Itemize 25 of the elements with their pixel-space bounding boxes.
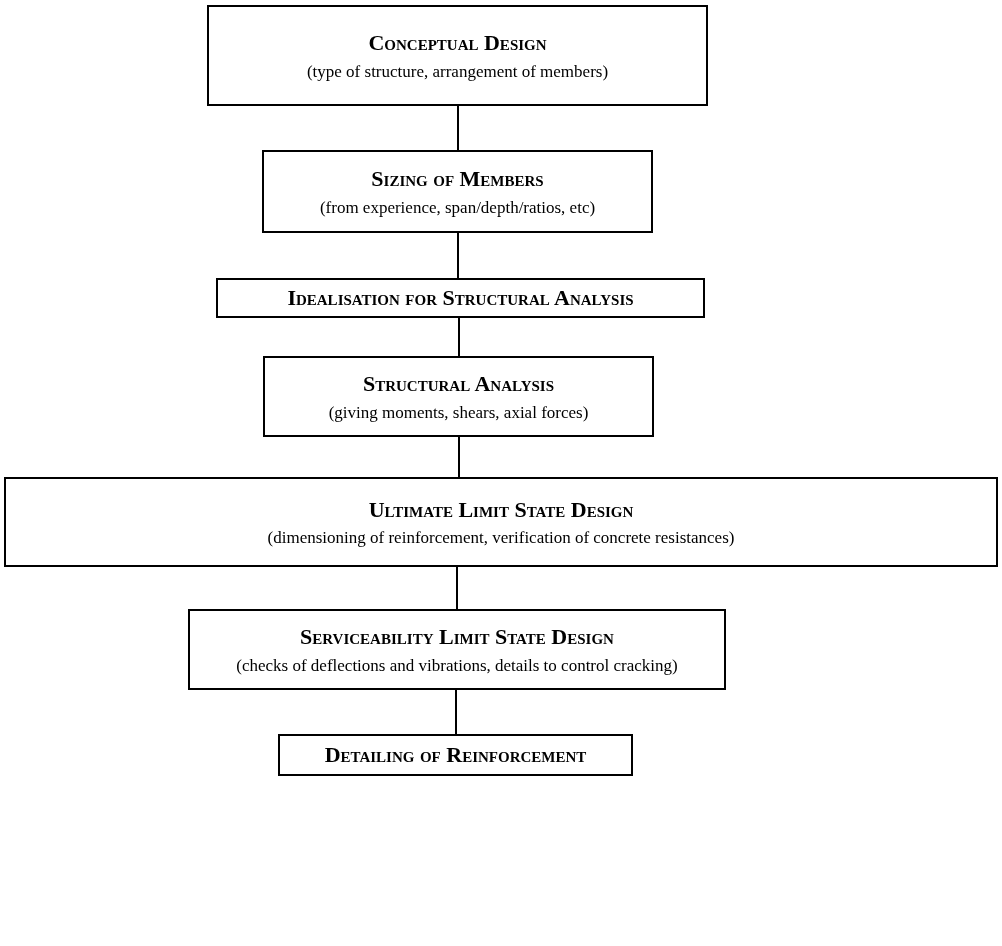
box-heading: Idealisation for Structural Analysis bbox=[287, 284, 634, 312]
connector-line bbox=[458, 436, 460, 478]
box-heading: Detailing of Reinforcement bbox=[324, 741, 587, 769]
process-box bbox=[4, 477, 998, 567]
box-description: (type of structure, arrangement of members) bbox=[306, 60, 609, 82]
process-box bbox=[263, 356, 654, 437]
box-description: (giving moments, shears, axial forces) bbox=[328, 401, 589, 423]
process-box bbox=[278, 734, 633, 776]
connector-line bbox=[458, 317, 460, 357]
box-description: (checks of deflections and vibrations, details to control cracking) bbox=[236, 654, 678, 676]
box-heading: Conceptual Design bbox=[368, 29, 547, 57]
connector-line bbox=[455, 689, 457, 735]
connector-line bbox=[457, 232, 459, 279]
box-heading: Sizing of Members bbox=[371, 165, 544, 193]
connector-line bbox=[457, 105, 459, 151]
box-heading: Serviceability Limit State Design bbox=[300, 623, 614, 651]
process-box bbox=[216, 278, 705, 318]
box-description: (from experience, span/depth/ratios, etc) bbox=[319, 196, 596, 218]
process-box bbox=[207, 5, 708, 106]
box-description: (dimensioning of reinforcement, verification of concrete resistances) bbox=[267, 527, 735, 549]
connector-line bbox=[456, 566, 458, 610]
box-heading: Ultimate Limit State Design bbox=[368, 495, 634, 524]
box-heading: Structural Analysis bbox=[362, 370, 555, 398]
process-box bbox=[262, 150, 653, 233]
process-box bbox=[188, 609, 726, 690]
